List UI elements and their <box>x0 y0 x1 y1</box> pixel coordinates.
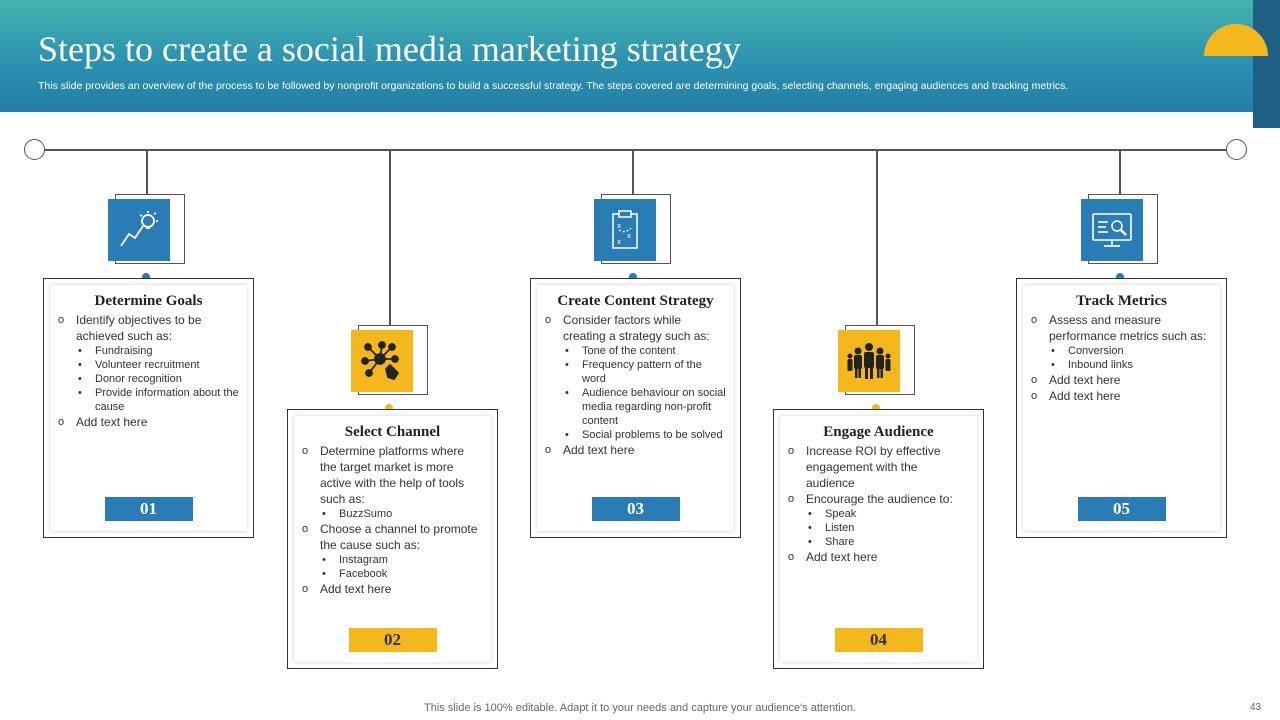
step-card-2: Select Channel Determine platforms where… <box>287 409 498 669</box>
sub-list-item: Inbound links <box>1049 358 1212 372</box>
page-subtitle: This slide provides an overview of the p… <box>38 80 1069 92</box>
icon-frame <box>1081 194 1158 264</box>
step-title: Create Content Strategy <box>557 293 714 309</box>
connector-dot <box>385 404 393 412</box>
sub-list-item: Frequency pattern of the word <box>563 358 726 386</box>
list-item-text: Determine platforms where the target mar… <box>320 444 465 506</box>
sub-list: Tone of the content Frequency pattern of… <box>563 344 726 442</box>
sub-list-item: Provide information about the cause <box>76 386 239 414</box>
list-item-text: Consider factors while creating a strate… <box>563 313 710 343</box>
list-item: Add text here <box>788 549 969 565</box>
sub-list-item: Speak <box>806 507 969 521</box>
sub-list: Speak Listen Share <box>806 507 969 549</box>
sub-list-item: Listen <box>806 521 969 535</box>
sub-list-item: Fundraising <box>76 344 239 358</box>
network-hand-icon <box>351 330 413 392</box>
sub-list: Conversion Inbound links <box>1049 344 1212 372</box>
step-title: Select Channel <box>344 424 441 440</box>
list-item: Add text here <box>58 414 239 430</box>
sub-list-item: Audience behaviour on social media regar… <box>563 386 726 428</box>
list-item: Increase ROI by effective engagement wit… <box>788 443 969 491</box>
icon-frame: x x x <box>594 194 671 264</box>
step-card-3: Create Content Strategy Consider factors… <box>530 278 741 538</box>
step-number-badge: 01 <box>104 497 193 521</box>
list-item-text: Encourage the audience to: <box>806 492 953 506</box>
timeline-end-circle <box>1226 139 1247 160</box>
list-item-text: Assess and measure performance metrics s… <box>1049 313 1207 343</box>
step-number-badge: 03 <box>591 497 680 521</box>
sub-list-item: Social problems to be solved <box>563 428 726 442</box>
sub-list-item: BuzzSumo <box>320 507 483 521</box>
goal-lightbulb-icon <box>108 199 170 261</box>
connector-dot <box>629 273 637 281</box>
svg-text:x: x <box>617 238 621 246</box>
svg-text:x: x <box>617 222 621 230</box>
sub-list: BuzzSumo <box>320 507 483 521</box>
sub-list: Fundraising Volunteer recruitment Donor … <box>76 344 239 414</box>
connector-line <box>389 149 391 325</box>
list-item: Add text here <box>545 442 726 458</box>
connector-line <box>876 149 878 325</box>
step-card-4: Engage Audience Increase ROI by effectiv… <box>773 409 984 669</box>
connector-line <box>632 149 634 194</box>
step-card-5: Track Metrics Assess and measure perform… <box>1016 278 1227 538</box>
sub-list-item: Donor recognition <box>76 372 239 386</box>
list-item: Choose a channel to promote the cause su… <box>302 521 483 581</box>
header-banner <box>0 0 1253 112</box>
list-item: Add text here <box>302 581 483 597</box>
step-title: Engage Audience <box>823 424 934 440</box>
timeline-start-circle <box>24 139 45 160</box>
connector-dot <box>872 404 880 412</box>
svg-text:x: x <box>627 232 631 240</box>
list-item: Determine platforms where the target mar… <box>302 443 483 521</box>
list-item: Assess and measure performance metrics s… <box>1031 312 1212 372</box>
sub-list-item: Tone of the content <box>563 344 726 358</box>
connector-line <box>1119 149 1121 194</box>
list-item: Add text here <box>1031 372 1212 388</box>
icon-frame <box>838 325 915 395</box>
icon-frame <box>351 325 428 395</box>
list-item: Add text here <box>1031 388 1212 404</box>
sub-list-item: Instagram <box>320 553 483 567</box>
step-card-1: Determine Goals Identify objectives to b… <box>43 278 254 538</box>
connector-dot <box>142 273 150 281</box>
step-list: Identify objectives to be achieved such … <box>58 312 239 430</box>
sub-list-item: Conversion <box>1049 344 1212 358</box>
list-item: Encourage the audience to: Speak Listen … <box>788 491 969 549</box>
step-number-badge: 05 <box>1077 497 1166 521</box>
connector-dot <box>1116 273 1124 281</box>
step-list: Determine platforms where the target mar… <box>302 443 483 597</box>
page-title: Steps to create a social media marketing… <box>38 29 741 69</box>
step-title: Track Metrics <box>1076 293 1167 309</box>
sub-list-item: Volunteer recruitment <box>76 358 239 372</box>
step-list: Increase ROI by effective engagement wit… <box>788 443 969 565</box>
audience-group-icon <box>838 330 900 392</box>
connector-line <box>146 149 148 194</box>
list-item-text: Choose a channel to promote the cause su… <box>320 522 478 552</box>
step-list: Assess and measure performance metrics s… <box>1031 312 1212 404</box>
monitor-search-icon <box>1081 199 1143 261</box>
sub-list-item: Facebook <box>320 567 483 581</box>
sub-list: Instagram Facebook <box>320 553 483 581</box>
list-item-text: Identify objectives to be achieved such … <box>76 313 202 343</box>
header-accent-bar <box>1253 0 1280 128</box>
footer-note: This slide is 100% editable. Adapt it to… <box>424 702 856 714</box>
list-item: Consider factors while creating a strate… <box>545 312 726 442</box>
clipboard-strategy-icon: x x x <box>594 199 656 261</box>
page-number: 43 <box>1250 702 1262 713</box>
list-item: Identify objectives to be achieved such … <box>58 312 239 414</box>
step-list: Consider factors while creating a strate… <box>545 312 726 458</box>
step-number-badge: 04 <box>834 628 923 652</box>
step-number-badge: 02 <box>348 628 437 652</box>
sub-list-item: Share <box>806 535 969 549</box>
icon-frame <box>108 194 185 264</box>
timeline-line <box>44 149 1228 151</box>
step-title: Determine Goals <box>94 293 203 309</box>
